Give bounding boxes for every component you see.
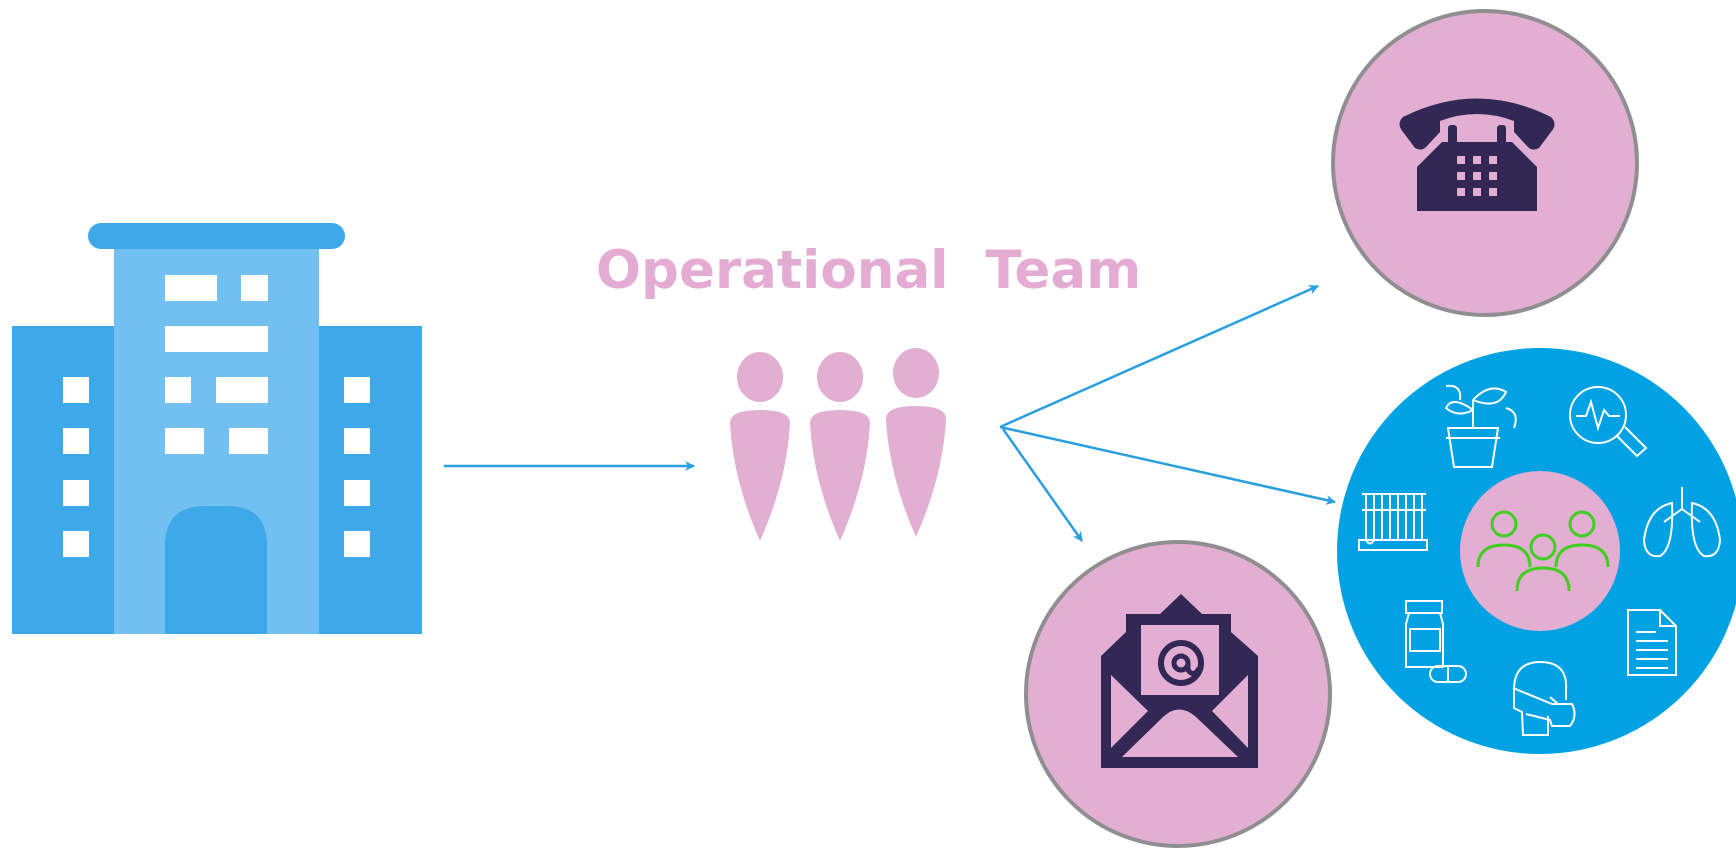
pill-bottle-icon [1405,600,1467,683]
person-icon [886,348,946,537]
envelope-at-icon [1101,594,1258,768]
magnifier-heartbeat-icon [1569,386,1648,458]
lungs-icon [1642,487,1722,558]
face-mask-icon [1512,660,1576,736]
arrow-team-to-phone [999,284,1319,429]
healthcare-node [1337,348,1736,754]
potted-plant-icon [1444,384,1517,468]
arrow-team-to-healthcare [999,425,1336,505]
person-icon [730,352,790,541]
phone-node [1331,9,1639,317]
keypad-icon [1457,156,1497,196]
email-node [1024,540,1332,848]
three-people-icon [730,348,946,541]
test-tubes-icon [1358,493,1428,551]
document-icon [1627,609,1677,676]
patient-group-icon [1476,510,1610,592]
diagram-title: Operational Team [596,240,1142,301]
office-building-icon [12,223,422,634]
person-icon [810,352,870,541]
connector-arrows [444,284,1336,542]
arrow-team-to-email [1001,428,1084,542]
